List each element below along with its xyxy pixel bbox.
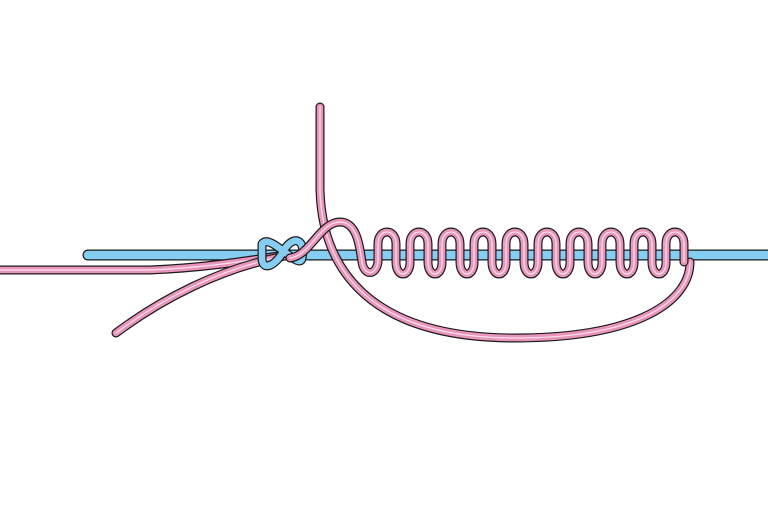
loop-strand bbox=[315, 102, 695, 343]
coil-wraps bbox=[285, 217, 689, 279]
tag-line-coils bbox=[285, 217, 689, 279]
blue-line-knot bbox=[257, 236, 308, 271]
blue-knot-loop bbox=[257, 236, 308, 271]
tag-line-back-strands bbox=[0, 102, 695, 343]
